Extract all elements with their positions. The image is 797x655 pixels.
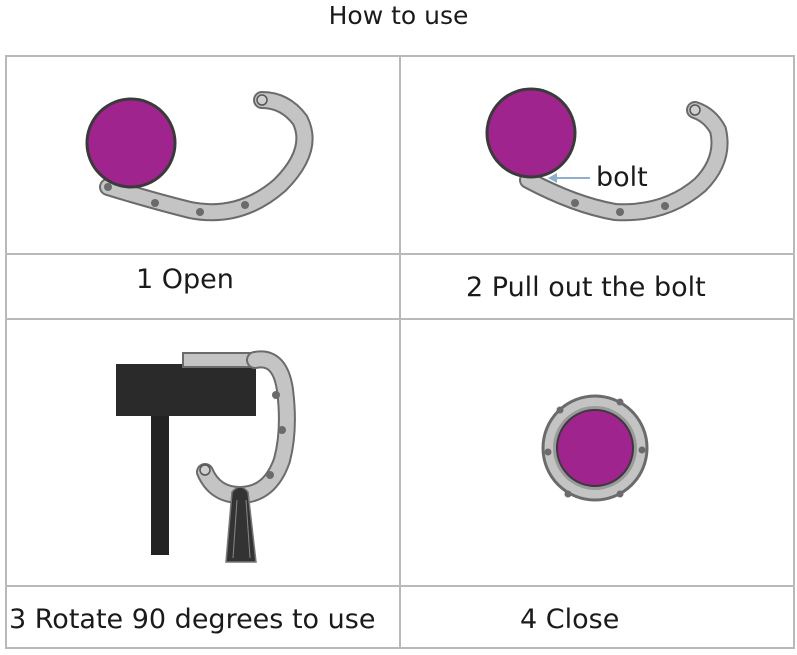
hook-chain: [196, 350, 296, 505]
grid-divider-vertical: [399, 55, 401, 649]
step3-caption: 3 Rotate 90 degrees to use: [9, 604, 376, 635]
step4-caption: 4 Close: [520, 604, 620, 635]
table-top: [116, 364, 256, 416]
grid-divider-h2: [5, 318, 795, 320]
bolt-arrow-head: [548, 173, 557, 183]
hook-chain: [99, 91, 314, 222]
purse-disc: [485, 87, 577, 179]
grid-divider-h1: [5, 253, 795, 255]
step2-caption: 2 Pull out the bolt: [466, 272, 706, 303]
hook-chain: [519, 101, 729, 222]
purse-disc: [556, 409, 634, 487]
grid-divider-h3: [5, 585, 795, 587]
step1-caption: 1 Open: [136, 264, 234, 295]
page-title: How to use: [328, 1, 469, 30]
purse-disc: [85, 97, 177, 189]
table-leg: [151, 408, 169, 555]
bolt-label: bolt: [596, 162, 648, 193]
